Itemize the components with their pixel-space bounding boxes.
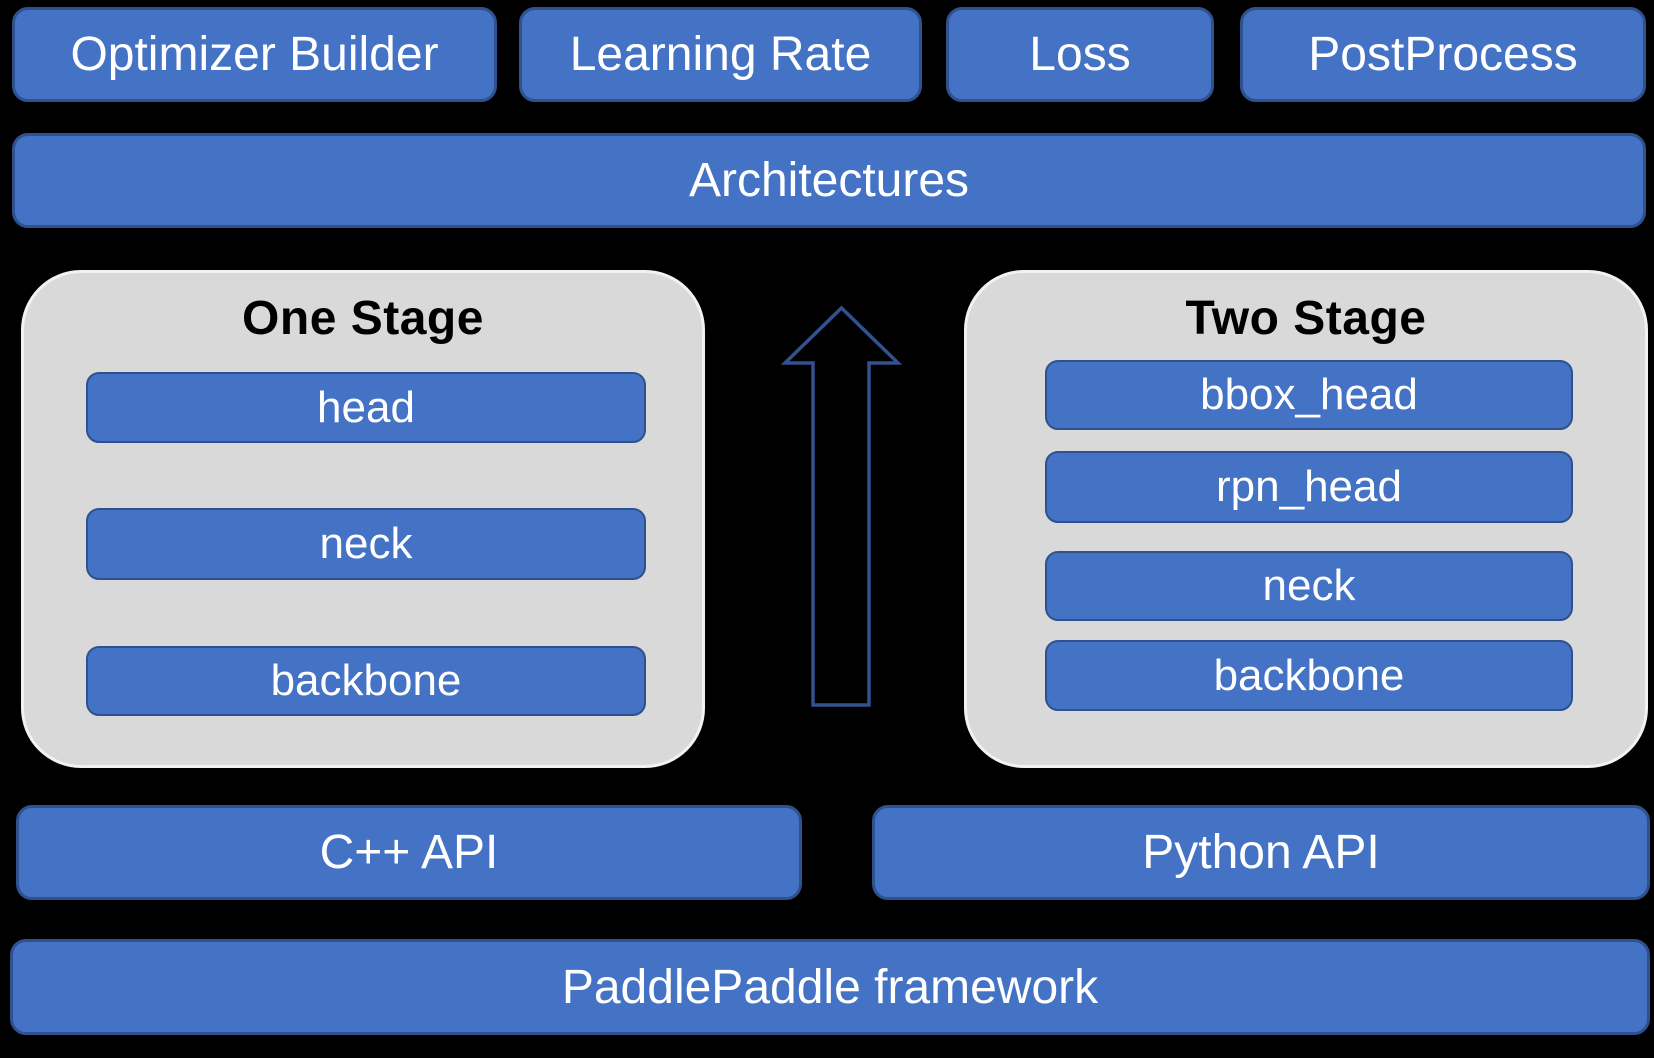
one-stage-title: One Stage	[242, 292, 484, 345]
two-stage-bbox-head-label: bbox_head	[1200, 370, 1418, 419]
loss-box: Loss	[946, 7, 1214, 102]
postprocess-label: PostProcess	[1308, 28, 1578, 81]
two-stage-title: Two Stage	[1185, 292, 1427, 345]
two-stage-backbone-box: backbone	[1045, 640, 1573, 711]
two-stage-rpn-head-box: rpn_head	[1045, 451, 1573, 523]
optimizer-builder-box: Optimizer Builder	[12, 7, 497, 102]
architectures-box: Architectures	[12, 133, 1646, 228]
paddlepaddle-framework-box: PaddlePaddle framework	[10, 939, 1650, 1035]
two-stage-rpn-head-label: rpn_head	[1216, 462, 1402, 511]
one-stage-head-box: head	[86, 372, 646, 443]
postprocess-box: PostProcess	[1240, 7, 1646, 102]
two-stage-neck-label: neck	[1262, 561, 1356, 610]
architectures-label: Architectures	[688, 154, 970, 207]
two-stage-neck-box: neck	[1045, 551, 1573, 621]
two-stage-container: Two Stage bbox_head rpn_head neck backbo…	[964, 270, 1648, 768]
two-stage-backbone-label: backbone	[1213, 650, 1405, 700]
one-stage-container: One Stage head neck backbone	[21, 270, 705, 768]
two-stage-bbox-head-box: bbox_head	[1045, 360, 1573, 430]
one-stage-neck-box: neck	[86, 508, 646, 580]
one-stage-neck-label: neck	[319, 519, 413, 568]
one-stage-backbone-box: backbone	[86, 646, 646, 716]
optimizer-builder-label: Optimizer Builder	[70, 28, 439, 81]
cpp-api-box: C++ API	[16, 805, 802, 900]
learning-rate-label: Learning Rate	[569, 28, 872, 81]
up-arrow-icon	[779, 302, 904, 710]
one-stage-head-label: head	[317, 382, 415, 432]
python-api-label: Python API	[1142, 826, 1380, 879]
cpp-api-label: C++ API	[319, 826, 499, 879]
one-stage-backbone-label: backbone	[270, 656, 462, 705]
loss-label: Loss	[1029, 28, 1131, 81]
python-api-box: Python API	[872, 805, 1650, 900]
learning-rate-box: Learning Rate	[519, 7, 922, 102]
paddlepaddle-framework-label: PaddlePaddle framework	[561, 960, 1099, 1014]
